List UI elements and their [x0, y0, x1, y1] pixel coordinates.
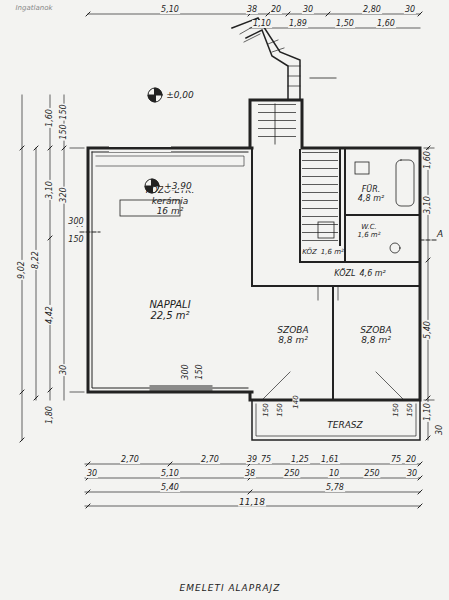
dimension-text: 300 [67, 218, 84, 226]
dimension-text: 20 [270, 6, 282, 14]
dimension-text: 300 [182, 363, 190, 380]
dimension-text: 39 [246, 456, 258, 464]
dimension-text: 150 [60, 123, 68, 140]
dimension-text: 30 [60, 364, 68, 376]
dimension-text: 38 [246, 6, 258, 14]
room-name: KÖZ [302, 248, 317, 256]
dimension-text: 1,61 [320, 456, 340, 464]
room-region: SZOBA8,8 m² [256, 300, 330, 370]
dimension-text: 1,25 [290, 456, 310, 464]
dimension-text: 250 [283, 470, 300, 478]
room-region: KÖZL 4,6 m² [302, 264, 418, 284]
dimension-text: 1,80 [46, 405, 54, 425]
dimension-text: 5,78 [325, 484, 345, 492]
dimension-text: 3,10 [424, 195, 432, 215]
drawing-title: EMELETI ALAPRAJZ [180, 583, 281, 593]
dimension-text: 5,40 [160, 484, 180, 492]
dimension-text: 1,10 [252, 20, 272, 28]
dimension-text: 250 [363, 470, 380, 478]
dimension-text: 30 [302, 6, 314, 14]
room-area: 8,8 m² [361, 335, 391, 345]
dimension-text: 8,22 [32, 250, 40, 270]
dimension-text: 1,50 [335, 20, 355, 28]
room-area: 4,8 m² [358, 194, 384, 203]
dimension-text: 75 [390, 456, 402, 464]
section-mark: A [436, 230, 444, 239]
dimension-text: 140 [293, 394, 300, 409]
room-region: W.C.1,6 m² [347, 218, 391, 244]
dimension-text: 320 [60, 186, 68, 203]
dimension-text: 30 [436, 424, 444, 436]
dimension-text: 5,10 [160, 6, 180, 14]
room-region: SZOBA8,8 m² [336, 300, 416, 370]
room-area: 16 m² [157, 206, 184, 216]
dimension-text: 150 [263, 402, 270, 417]
dimension-text: 1,60 [376, 20, 396, 28]
room-area: 8,8 m² [278, 335, 308, 345]
room-region: KÖZ 1,6 m² [298, 244, 348, 260]
room-area: 1,6 m² [321, 248, 344, 256]
room-region: TERASZ [300, 416, 390, 434]
dimension-text: 1,60 [46, 108, 54, 128]
dimension-text: 30 [86, 470, 98, 478]
dimension-text: 150 [277, 402, 284, 417]
dimension-text: 4,42 [46, 305, 54, 325]
dimension-text: 9,02 [18, 260, 26, 280]
dimension-text: 1,60 [424, 150, 432, 170]
dimension-text: 75 [260, 456, 272, 464]
room-name: KÖZL [334, 269, 355, 278]
dimension-text: 1,10 [424, 402, 432, 422]
dimension-text: 5,40 [424, 320, 432, 340]
room-name: FÜR. [362, 185, 381, 194]
room-name: TERASZ [327, 420, 362, 430]
room-area: 1,6 m² [358, 231, 381, 239]
room-name: W.C. [361, 223, 377, 231]
room-name: SZOBA [277, 325, 308, 335]
dimension-text: 150 [393, 402, 400, 417]
room-name: NAPPALI [149, 299, 190, 311]
dimension-text: 2,70 [120, 456, 140, 464]
dimension-text: 30 [406, 470, 418, 478]
room-region: FŐZŐ-ÉTK.kerámia16 m² [96, 168, 244, 234]
dimension-text: 1,89 [288, 20, 308, 28]
dimension-text: 10 [328, 470, 340, 478]
dimension-text: 20 [405, 456, 417, 464]
room-region: NAPPALI22,5 m² [96, 240, 244, 380]
room-name: SZOBA [360, 325, 391, 335]
dimension-text: 2,70 [200, 456, 220, 464]
dimension-text: 150 [196, 363, 204, 380]
dimension-text: ±0,00 [165, 91, 195, 100]
dimension-text: 30 [404, 6, 416, 14]
room-region: FÜR.4,8 m² [347, 176, 395, 212]
dimension-text: 150 [60, 103, 68, 120]
dimension-text: 150 [67, 236, 84, 244]
dimension-text: 3,10 [46, 180, 54, 200]
dimension-text: +3,90 [163, 182, 193, 191]
room-area: 22,5 m² [150, 310, 189, 322]
dimension-text: 11,18 [238, 498, 266, 507]
room-area: 4,6 m² [360, 269, 386, 278]
dimension-text: 150 [407, 402, 414, 417]
dimension-text: 5,10 [160, 470, 180, 478]
dimension-text: 38 [244, 470, 256, 478]
room-area: kerámia [152, 196, 189, 206]
watermark: Ingatlanok [15, 5, 54, 12]
dimension-text: 2,80 [362, 6, 382, 14]
